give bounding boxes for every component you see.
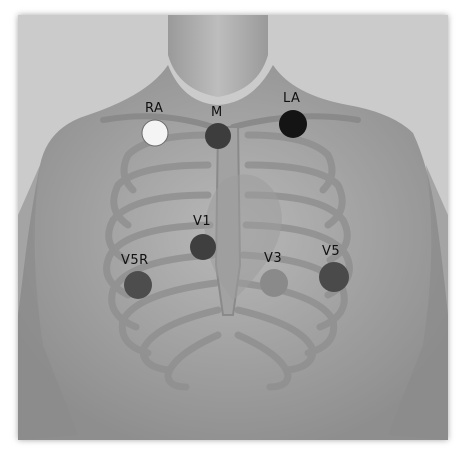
label-v1: V1	[193, 214, 211, 229]
chest-photo: RA M LA V1 V5R V3 V5	[18, 15, 448, 440]
electrode-ra	[142, 120, 168, 146]
label-v3: V3	[264, 251, 282, 266]
electrode-v3	[260, 269, 288, 297]
label-la: LA	[283, 91, 300, 106]
electrode-v1	[190, 234, 216, 260]
label-ra: RA	[145, 101, 163, 116]
label-v5: V5	[322, 244, 340, 259]
chest-illustration	[18, 15, 448, 440]
electrode-m	[205, 123, 231, 149]
electrode-la	[279, 110, 307, 138]
electrode-v5	[319, 262, 349, 292]
label-m: M	[211, 105, 223, 120]
label-v5r: V5R	[121, 253, 149, 268]
electrode-v5r	[124, 271, 152, 299]
